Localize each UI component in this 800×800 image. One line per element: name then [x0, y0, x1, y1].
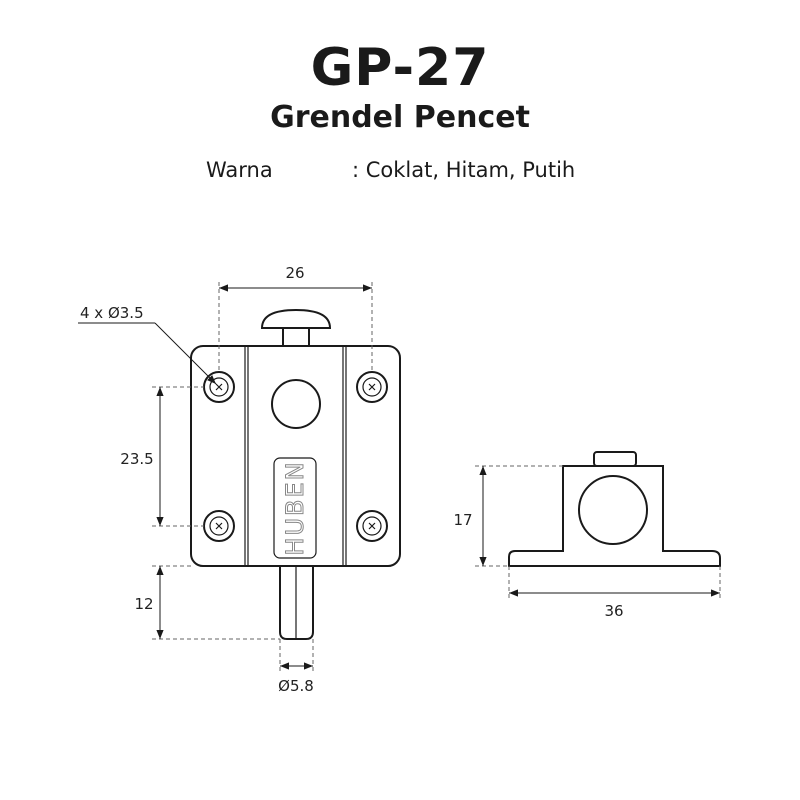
side-bolt-circle [578, 475, 648, 545]
spec-value: : Coklat, Hitam, Putih [352, 158, 576, 182]
dim-side-height-label: 17 [453, 511, 472, 529]
screw-hole-top-right [356, 371, 388, 403]
dim-bolt-length: 12 [134, 565, 280, 640]
screw-hole-bottom-right [356, 510, 388, 542]
product-name: Grendel Pencet [270, 100, 530, 135]
screw-hole-bottom-left [203, 510, 235, 542]
dim-side-height: 17 [453, 465, 563, 567]
brand-emboss [273, 457, 317, 559]
dim-side-width: 36 [508, 566, 721, 620]
knob [260, 308, 332, 329]
push-hole [271, 379, 321, 429]
dim-bolt-diameter-label: Ø5.8 [278, 677, 314, 695]
dim-holes-note: 4 x Ø3.5 [78, 304, 217, 385]
dim-height-holes-label: 23.5 [120, 450, 153, 468]
dim-bolt-diameter: Ø5.8 [278, 639, 314, 695]
spec-label: Warna [206, 158, 273, 182]
dim-bolt-length-label: 12 [134, 595, 153, 613]
side-knob [593, 451, 637, 467]
dim-width-holes-label: 26 [285, 264, 304, 282]
product-code: GP-27 [310, 38, 490, 98]
brand-mark: HUBEN [281, 460, 309, 555]
front-view: HUBEN [190, 308, 401, 640]
dim-height-holes: 23.5 [120, 386, 204, 527]
side-view [508, 451, 721, 567]
dim-holes-note-label: 4 x Ø3.5 [80, 304, 144, 322]
dim-side-width-label: 36 [604, 602, 623, 620]
dim-width-holes: 26 [218, 264, 373, 372]
